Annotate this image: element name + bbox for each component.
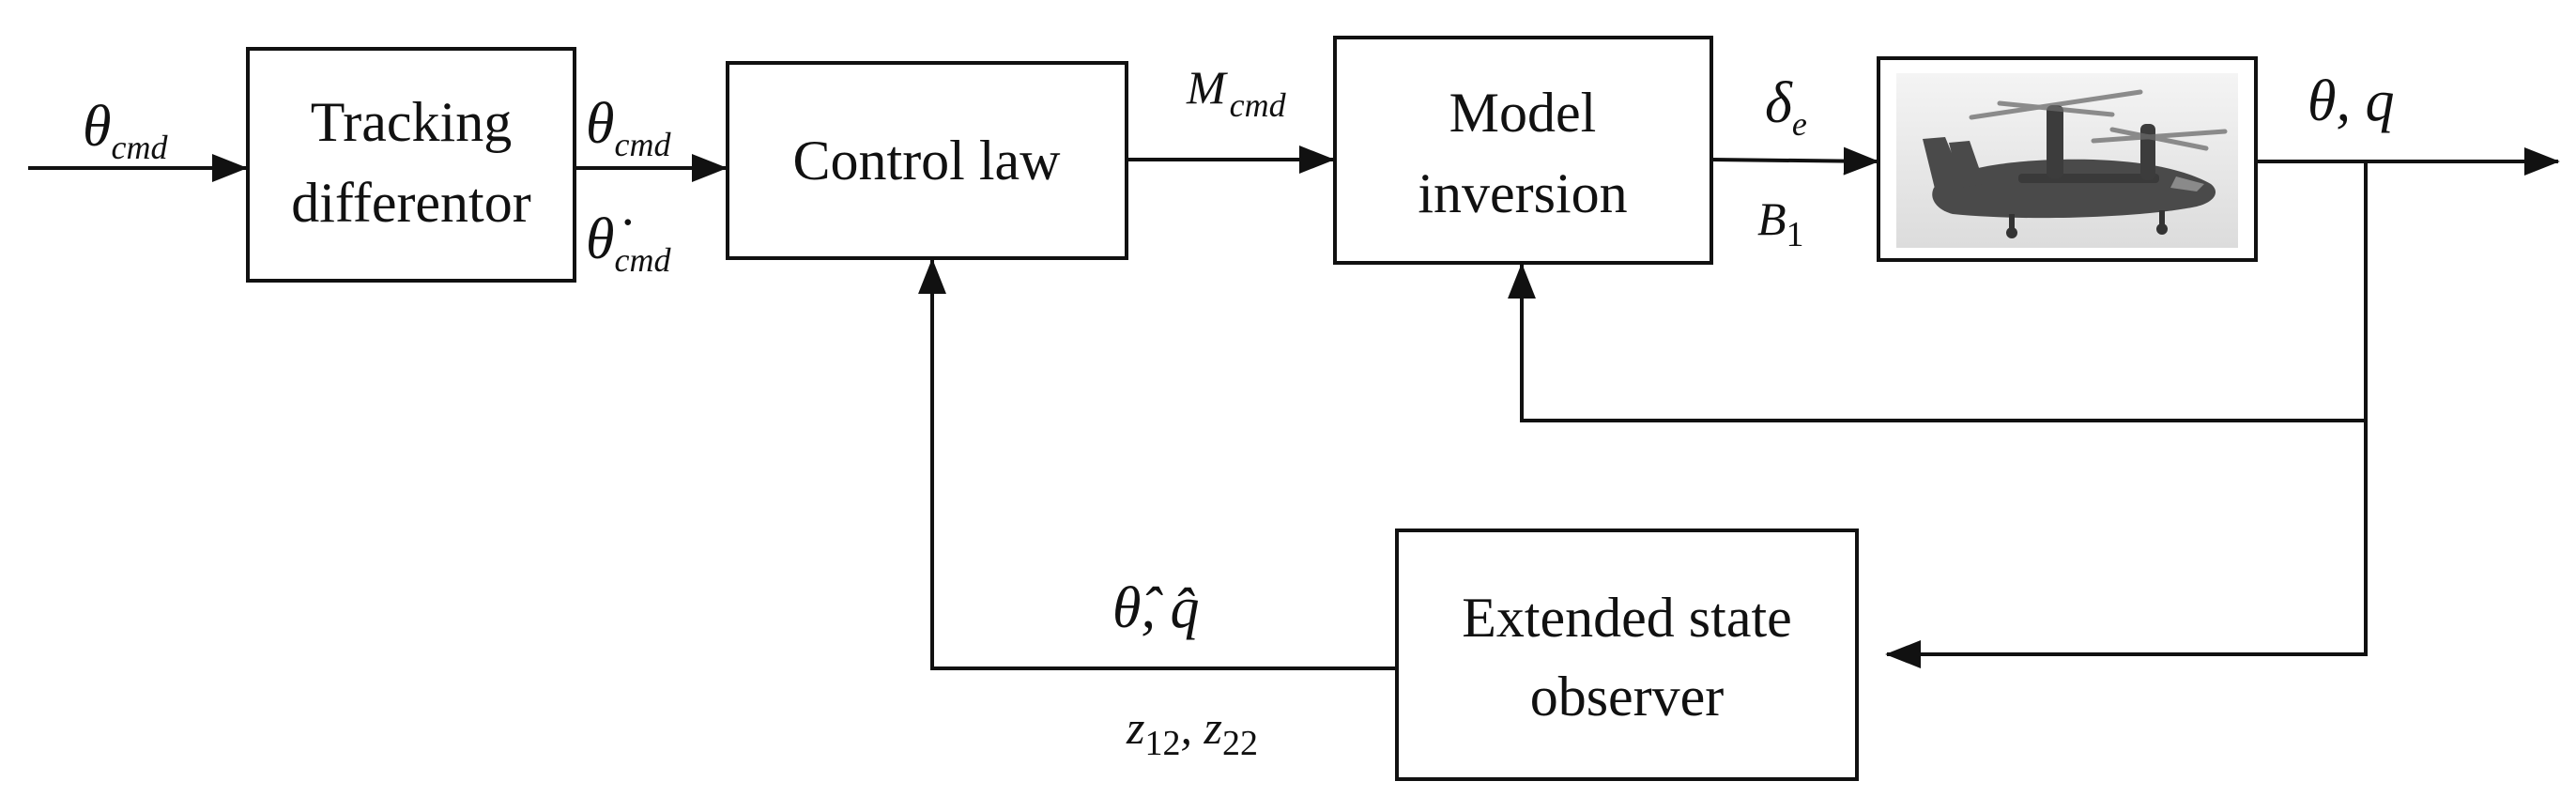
arrow-model-inversion-to-plant (1710, 146, 1879, 176)
model-inversion-line2: inversion (1418, 162, 1627, 224)
b1-label: B1 (1757, 192, 1804, 254)
tracking-differentor-block: Tracking differentor (246, 47, 576, 283)
eso-line1: Extended state (1462, 587, 1792, 649)
eso-line2: observer (1530, 666, 1725, 728)
eso-estimate-label: θ̂, q̂ (1112, 576, 1199, 640)
output-signal-label: θ, q (2308, 69, 2394, 133)
eso-states-label: z12, z22 (1126, 701, 1258, 763)
input-signal-label: θcmd (83, 95, 168, 166)
control-law-block: Control law (726, 61, 1128, 260)
arrow-eso-to-control-law (918, 258, 1397, 670)
arrow-feedback-to-eso (1885, 421, 2368, 668)
plant-block (1877, 56, 2258, 262)
extended-state-observer-block: Extended state observer (1395, 529, 1859, 781)
tracking-line1: Tracking (311, 91, 512, 153)
delta-e-label: δe (1765, 71, 1807, 143)
model-inversion-block: Model inversion (1333, 36, 1713, 265)
model-inversion-line1: Model (1449, 82, 1597, 144)
control-law-label: Control law (793, 130, 1062, 192)
arrow-feedback-to-model-inversion (1508, 161, 2368, 422)
td-output-theta-label: θcmd (586, 92, 671, 163)
td-output-theta-dot-label: θ̇cmd (586, 207, 671, 279)
tracking-line2: differentor (291, 172, 530, 234)
